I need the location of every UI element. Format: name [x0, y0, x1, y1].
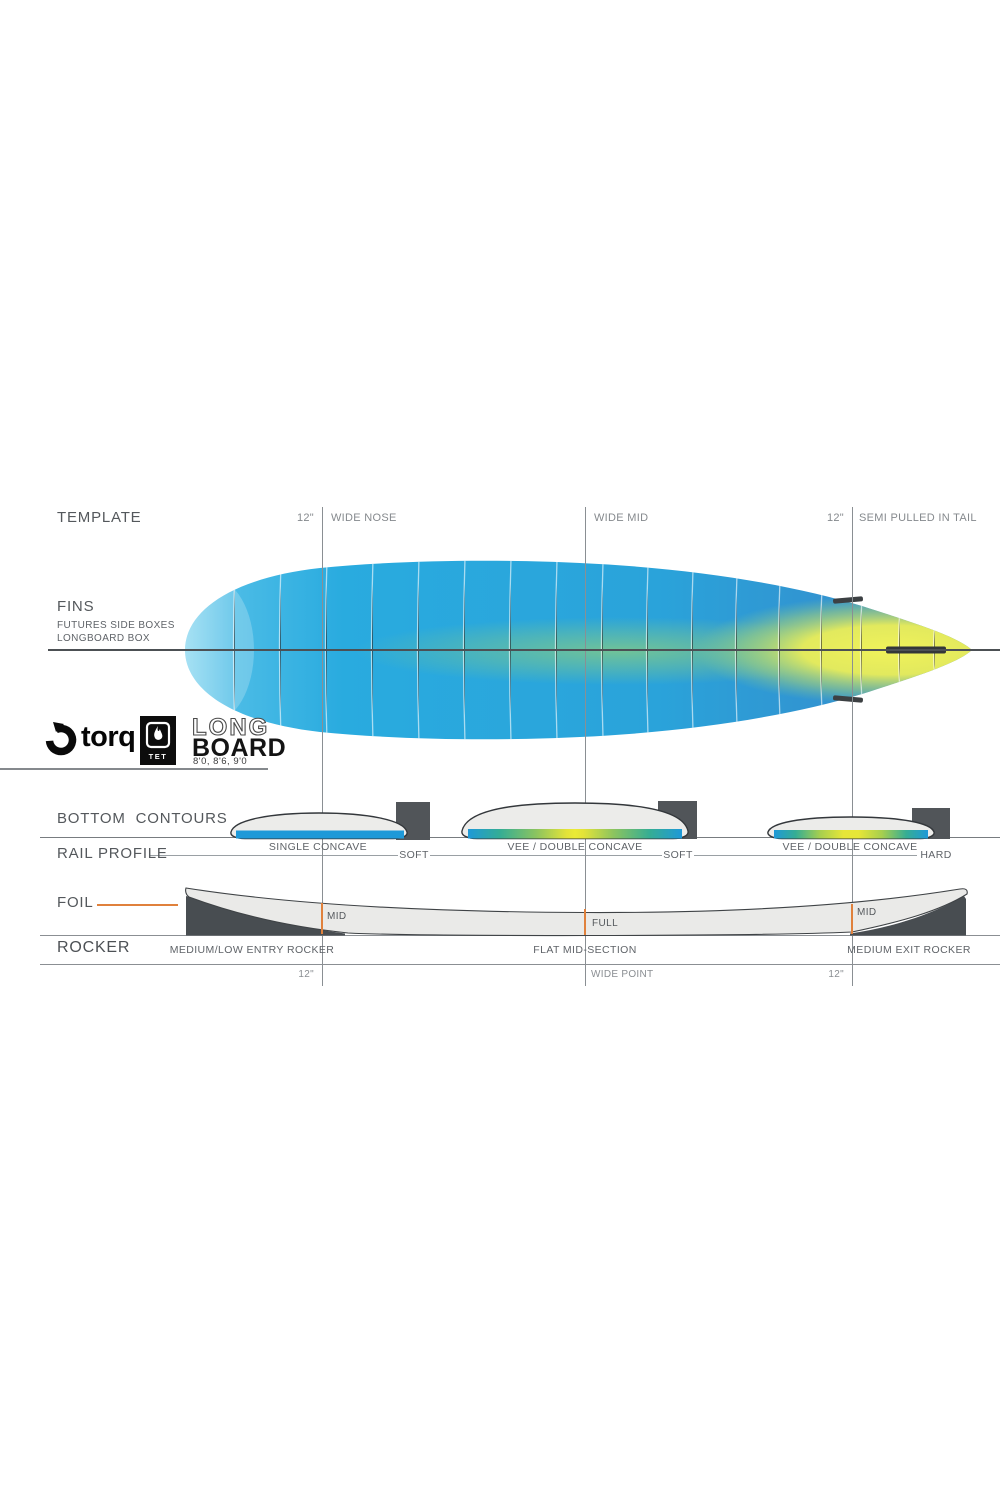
- contour-label-mid: VEE / DOUBLE CONCAVE: [507, 841, 643, 853]
- contour-label-nose: SINGLE CONCAVE: [268, 841, 368, 853]
- rocker-bottom-line: [40, 964, 1000, 965]
- rocker-mid-label: FLAT MID-SECTION: [533, 944, 637, 956]
- foil-slab: [185, 887, 968, 937]
- model-name-board: BOARD: [192, 734, 287, 762]
- measure-wide-point: WIDE POINT: [591, 969, 654, 980]
- tet-logo: TET: [140, 716, 176, 765]
- rail-label-nose: SOFT: [399, 849, 429, 861]
- rail-profile-line-3: [694, 855, 917, 856]
- rail-profile-label: RAIL PROFILE: [57, 845, 168, 862]
- rail-profile-line-2: [430, 855, 662, 856]
- template-label: TEMPLATE: [57, 509, 142, 526]
- semi-pulled-in-tail-label: SEMI PULLED IN TAIL: [859, 512, 977, 524]
- foil-pointer-line: [97, 904, 178, 906]
- foil-label: FOIL: [57, 894, 94, 911]
- ref-line-tail-12in: [851, 507, 853, 986]
- concave-band-mid: [468, 829, 682, 839]
- fins-label: FINS: [57, 598, 95, 615]
- fins-detail-1: FUTURES SIDE BOXES: [57, 620, 175, 631]
- template-tail-offset: 12": [826, 512, 844, 524]
- wide-nose-label: WIDE NOSE: [331, 512, 397, 524]
- entry-rocker-wedge: [186, 896, 345, 936]
- foil-side-profile: [185, 887, 968, 937]
- model-name-long: LONG: [191, 714, 270, 741]
- side-fin-box-left: [833, 596, 863, 604]
- bottom-contour-sections: [230, 801, 950, 840]
- board-center-line: [48, 649, 1000, 651]
- rocker-label: ROCKER: [57, 939, 131, 956]
- rail-label-mid: SOFT: [663, 849, 693, 861]
- fins-detail-2: LONGBOARD BOX: [57, 633, 150, 644]
- model-sizes: 8'0, 8'6, 9'0: [193, 756, 248, 767]
- measure-nose-offset: 12": [298, 969, 314, 980]
- ref-line-wide-point: [584, 507, 586, 986]
- wide-mid-label: WIDE MID: [594, 512, 649, 524]
- foil-mark-mid: FULL: [592, 918, 619, 929]
- measure-tail-offset: 12": [828, 969, 844, 980]
- exit-rocker-wedge: [850, 896, 966, 936]
- rail-profile-line-1: [150, 855, 398, 856]
- foil-mark-nose: MID: [327, 911, 347, 922]
- rocker-exit-label: MEDIUM EXIT ROCKER: [847, 944, 971, 956]
- contour-label-tail: VEE / DOUBLE CONCAVE: [782, 841, 918, 853]
- torq-logo-icon: [45, 722, 77, 756]
- torq-logo-text: torq: [81, 721, 136, 753]
- ref-line-nose-12in: [321, 507, 323, 986]
- rocker-entry-label: MEDIUM/LOW ENTRY ROCKER: [169, 944, 335, 956]
- side-fin-box-right: [833, 695, 863, 703]
- template-nose-offset: 12": [296, 512, 314, 524]
- concave-band-nose: [236, 830, 404, 839]
- tet-logo-label: TET: [148, 752, 168, 761]
- concave-band-tail: [774, 830, 928, 839]
- foil-mark-tail: MID: [857, 907, 877, 918]
- logo-divider-line: [0, 768, 268, 770]
- rail-label-tail: HARD: [920, 849, 952, 861]
- tet-flame-icon: [145, 721, 171, 749]
- bottom-contours-label: BOTTOM CONTOURS: [57, 810, 228, 827]
